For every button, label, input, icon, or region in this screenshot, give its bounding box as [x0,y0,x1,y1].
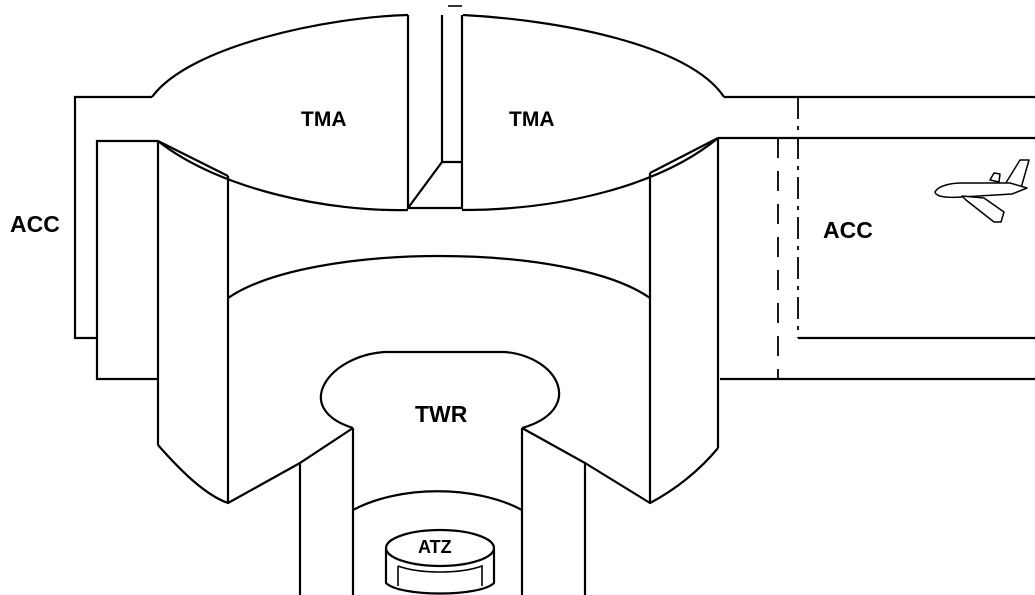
airplane-tail-wing [989,172,1001,183]
twr-cap [319,350,561,430]
tma-top-rim-left [151,13,409,98]
tma-corridor [406,15,464,210]
atz-inner-band [397,564,483,586]
tma-right-wall-top [649,137,719,174]
atz-walls [384,548,496,595]
tma-left-label: TMA [301,108,347,131]
acc-left-outer-boundary [73,95,152,340]
twr-inner-arc [352,490,523,511]
tma-right-label: TMA [509,108,555,131]
acc-left-label: ACC [10,211,60,237]
acc-left-inner-box [95,139,158,381]
twr-label: TWR [415,401,468,427]
twr-neck [351,428,524,595]
airplane-wing [961,195,1005,223]
atz-label: ATZ [418,537,452,557]
twr-shoulders [298,427,587,595]
tma-bottom-rim-left [157,444,301,505]
tma-left-wall-top [157,140,229,177]
tma-bottom-rim-right [584,447,719,505]
tma-floor-arc [227,254,651,299]
airplane-icon [934,159,1030,223]
airplane-fuselage [934,182,1028,199]
tma-lid-lower-rim [157,137,719,212]
tma-top-rim-right [462,13,725,98]
acc-right-label: ACC [823,217,873,243]
